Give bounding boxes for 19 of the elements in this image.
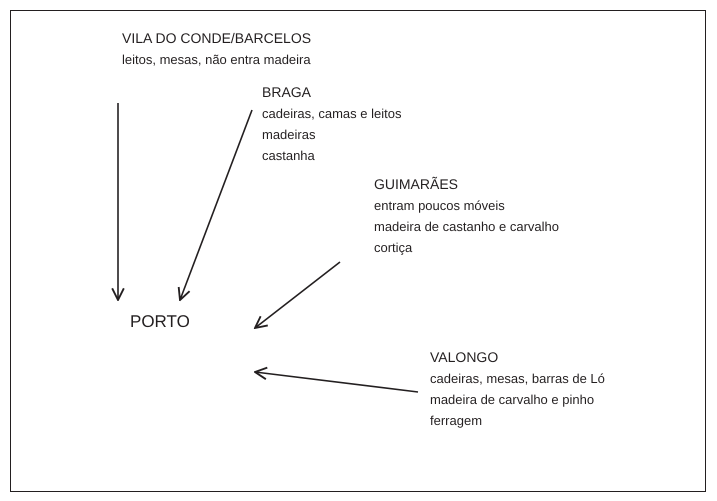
item-text: cortiça — [374, 239, 412, 257]
place-name: VALONGO — [430, 348, 498, 367]
place-name: BRAGA — [262, 83, 312, 102]
place-name: GUIMARÃES — [374, 175, 458, 194]
place-name: VILA DO CONDE/BARCELOS — [122, 29, 312, 48]
place-name: PORTO — [130, 311, 190, 332]
item-text: cadeiras, camas e leitos — [262, 105, 402, 123]
arrow — [178, 110, 253, 301]
item-text: leitos, mesas, não entra madeira — [122, 51, 311, 69]
item-text: castanha — [262, 147, 315, 165]
item-text: cadeiras, mesas, barras de Ló — [430, 370, 605, 388]
arrow — [254, 261, 340, 329]
item-text: madeiras — [262, 126, 316, 144]
item-text: madeira de castanho e carvalho — [374, 218, 560, 236]
item-text: ferragem — [430, 412, 482, 430]
arrow — [254, 366, 418, 393]
arrow — [111, 103, 125, 301]
item-text: entram poucos móveis — [374, 197, 505, 215]
item-text: madeira de carvalho e pinho — [430, 391, 594, 409]
